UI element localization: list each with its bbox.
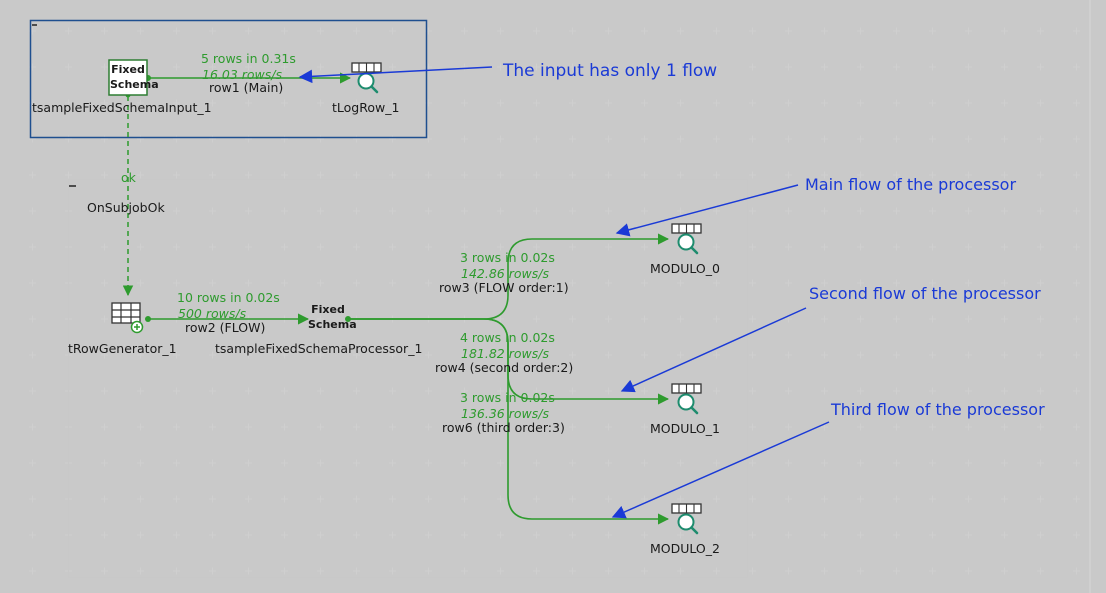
row4-rows-stat: 4 rows in 0.02s: [460, 330, 555, 345]
annotation-arrow-second: [620, 307, 807, 393]
processor-icon-text[interactable]: Fixed Schema: [308, 302, 357, 332]
row-generator-icon[interactable]: [111, 302, 144, 334]
processor-label[interactable]: tsampleFixedSchemaProcessor_1: [215, 341, 423, 356]
log-row-label[interactable]: tLogRow_1: [332, 100, 400, 115]
connector-dot: [145, 316, 151, 322]
modulo-1-label[interactable]: MODULO_1: [650, 421, 720, 436]
fixed-schema-input-label[interactable]: tsampleFixedSchemaInput_1: [32, 100, 212, 115]
row3-rate-stat: 142.86 rows/s: [461, 266, 549, 281]
row2-rate-stat: 500 rows/s: [178, 306, 247, 321]
icon-text-line: Schema: [110, 78, 159, 91]
row1-rate-stat: 16.03 rows/s: [202, 67, 283, 82]
annotation-second-note: Second flow of the processor: [809, 284, 1041, 303]
annotation-main-note: Main flow of the processor: [805, 175, 1017, 194]
trigger-ok-label: ok: [121, 170, 136, 185]
modulo-2-label[interactable]: MODULO_2: [650, 541, 720, 556]
trigger-onsubjobok-label[interactable]: OnSubjobOk: [87, 200, 165, 215]
row1-connection-label[interactable]: row1 (Main): [209, 80, 284, 95]
modulo-0-label[interactable]: MODULO_0: [650, 261, 720, 276]
row6-rate-stat: 136.36 rows/s: [461, 406, 549, 421]
row6-rows-stat: 3 rows in 0.02s: [460, 390, 555, 405]
icon-text-line: Schema: [308, 318, 357, 331]
fixed-schema-input-icon-text: Fixed Schema: [110, 62, 159, 92]
row4-connection-label[interactable]: row4 (second order:2): [435, 360, 574, 375]
row3-connection-label[interactable]: row3 (FLOW order:1): [439, 280, 569, 295]
icon-text-line: Fixed: [311, 303, 345, 316]
row2-connection-label[interactable]: row2 (FLOW): [185, 320, 266, 335]
row3-rows-stat: 3 rows in 0.02s: [460, 250, 555, 265]
annotation-arrow-main: [615, 184, 799, 237]
icon-text-line: Fixed: [111, 63, 145, 76]
row-generator-label[interactable]: tRowGenerator_1: [68, 341, 177, 356]
connection-row6[interactable]: [348, 318, 670, 525]
row4-rate-stat: 181.82 rows/s: [461, 346, 549, 361]
modulo-0-icon[interactable]: [671, 223, 702, 255]
annotation-arrow-third: [611, 421, 830, 519]
annotation-input-note: The input has only 1 flow: [503, 61, 718, 81]
annotation-third-note: Third flow of the processor: [831, 400, 1045, 419]
connection-row3[interactable]: [348, 233, 670, 320]
row2-rows-stat: 10 rows in 0.02s: [177, 290, 280, 305]
fixed-schema-input-icon[interactable]: [108, 59, 148, 96]
modulo-2-icon[interactable]: [671, 503, 702, 535]
subjob-processor-frame[interactable]: [68, 179, 748, 578]
row1-rows-stat: 5 rows in 0.31s: [201, 51, 296, 66]
modulo-1-icon[interactable]: [671, 383, 702, 415]
subjob-input-frame[interactable]: [29, 19, 428, 139]
annotation-arrow-input: [298, 66, 493, 84]
row6-connection-label[interactable]: row6 (third order:3): [442, 420, 565, 435]
